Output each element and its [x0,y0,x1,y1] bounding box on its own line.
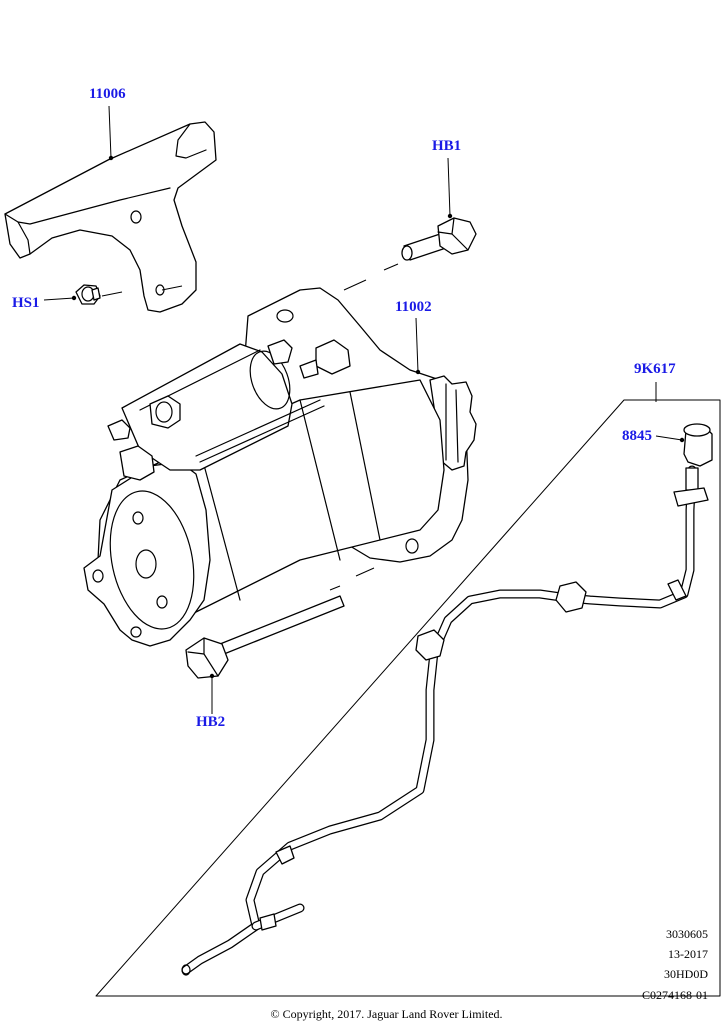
part-label-stud-nut[interactable]: HS1 [12,295,40,311]
bolt-top-drawing [343,217,477,291]
terminal-cap-drawing [683,423,713,467]
cable-harness-drawing [181,465,709,976]
model-code: 30HD0D [664,967,708,981]
stud-nut-drawing [75,284,123,305]
revision-code: 13-2017 [668,947,708,961]
diagram-reference-code: C0274168-01 [642,988,708,1002]
part-label-terminal-cap[interactable]: 8845 [622,428,652,444]
cable-kit-outline [95,399,721,997]
part-label-cable-harness[interactable]: 9K617 [634,361,676,377]
illustration-code: 3030605 [666,927,708,941]
bracket-drawing [4,121,217,313]
part-label-bolt-bottom[interactable]: HB2 [196,714,226,730]
copyright-notice: © Copyright, 2017. Jaguar Land Rover Lim… [270,1007,503,1021]
part-label-bracket[interactable]: 11006 [89,86,126,102]
bolt-bottom-drawing [185,567,375,679]
starter-motor-drawing [83,287,477,647]
part-label-bolt-top[interactable]: HB1 [432,138,462,154]
leader-lines [43,105,685,714]
part-label-starter-motor[interactable]: 11002 [395,299,432,315]
